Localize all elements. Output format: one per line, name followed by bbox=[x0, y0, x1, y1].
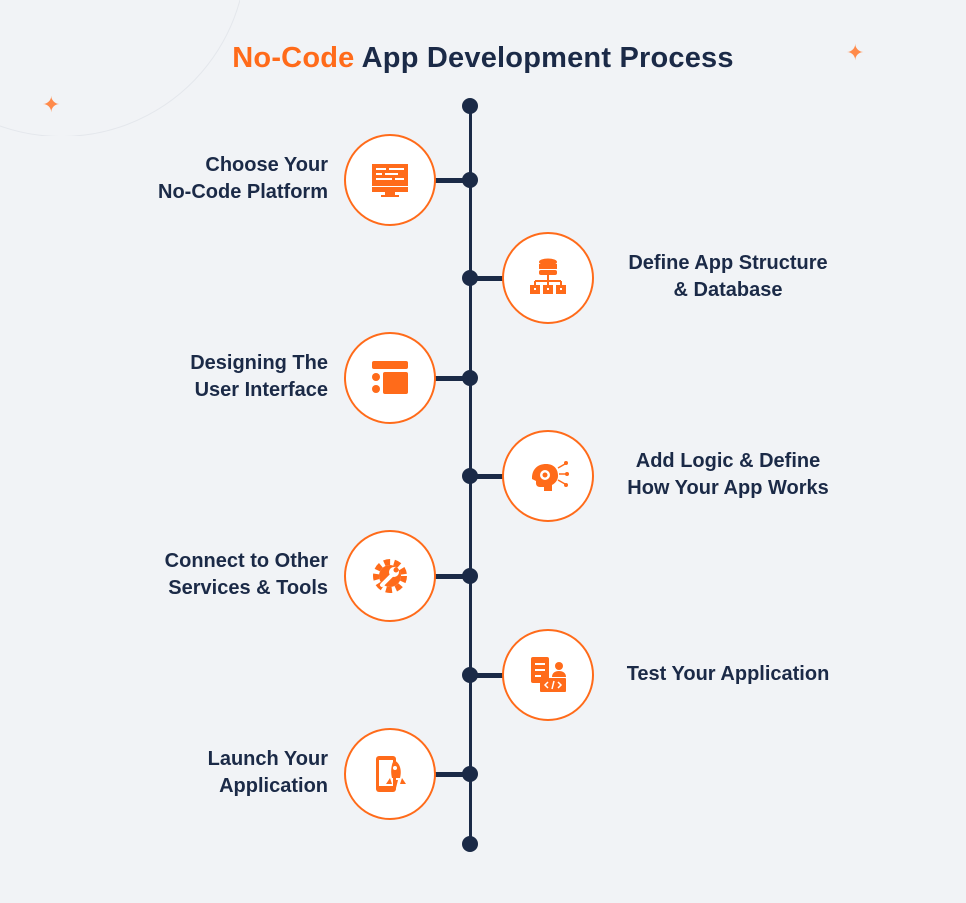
timeline-dot bbox=[462, 468, 478, 484]
step-label-line: Test Your Application bbox=[626, 662, 830, 685]
sparkle-icon: ✦ bbox=[846, 40, 865, 65]
connector-bar bbox=[435, 574, 470, 579]
timeline-dot bbox=[462, 667, 478, 683]
timeline-dot bbox=[462, 568, 478, 584]
timeline-dot bbox=[462, 370, 478, 386]
step-label-line: Launch Your bbox=[207, 748, 328, 770]
timeline-dot bbox=[462, 172, 478, 188]
connector-bar bbox=[470, 474, 503, 479]
step-icon-circle bbox=[344, 728, 436, 820]
step-label-line: & Database bbox=[673, 279, 783, 301]
timeline-start-dot bbox=[462, 98, 478, 114]
step-label-line: Choose Your bbox=[205, 154, 328, 176]
connector-bar bbox=[435, 376, 470, 381]
sparkle-icon: ✦ bbox=[42, 92, 61, 117]
brain-circuit-icon bbox=[526, 454, 570, 498]
step-label-line: Designing The bbox=[190, 352, 328, 374]
step-label-line: Services & Tools bbox=[168, 577, 328, 599]
connector-bar bbox=[435, 178, 470, 183]
connector-bar bbox=[435, 772, 470, 777]
title-highlight: No-Code bbox=[232, 42, 355, 74]
decorative-circle bbox=[0, 0, 240, 136]
step-label: Test Your Application bbox=[598, 661, 858, 688]
step-icon-circle bbox=[502, 629, 594, 721]
page-title: No-Code App Development Process bbox=[183, 42, 783, 75]
database-hierarchy-icon bbox=[526, 256, 570, 300]
step-label-line: No-Code Platform bbox=[158, 181, 328, 203]
step-label: Define App Structure & Database bbox=[598, 250, 858, 304]
rocket-phone-icon bbox=[368, 752, 412, 796]
code-test-icon bbox=[526, 653, 570, 697]
step-icon-circle bbox=[344, 332, 436, 424]
timeline-end-dot bbox=[462, 836, 478, 852]
step-icon-circle bbox=[502, 430, 594, 522]
step-label-line: Add Logic & Define bbox=[635, 450, 821, 472]
step-icon-circle bbox=[344, 530, 436, 622]
step-icon-circle bbox=[502, 232, 594, 324]
connector-bar bbox=[470, 673, 503, 678]
step-label-line: How Your App Works bbox=[627, 477, 829, 499]
timeline-dot bbox=[462, 766, 478, 782]
step-icon-circle bbox=[344, 134, 436, 226]
step-label-line: Connect to Other bbox=[164, 550, 328, 572]
layout-icon bbox=[368, 356, 412, 400]
connector-bar bbox=[470, 276, 503, 281]
step-label-line: User Interface bbox=[194, 379, 328, 401]
step-label-line: Define App Structure bbox=[628, 252, 828, 274]
step-label-line: Application bbox=[219, 775, 328, 797]
monitor-icon bbox=[368, 158, 412, 202]
timeline-dot bbox=[462, 270, 478, 286]
gear-wrench-icon bbox=[368, 554, 412, 598]
title-rest: App Development Process bbox=[354, 42, 734, 74]
